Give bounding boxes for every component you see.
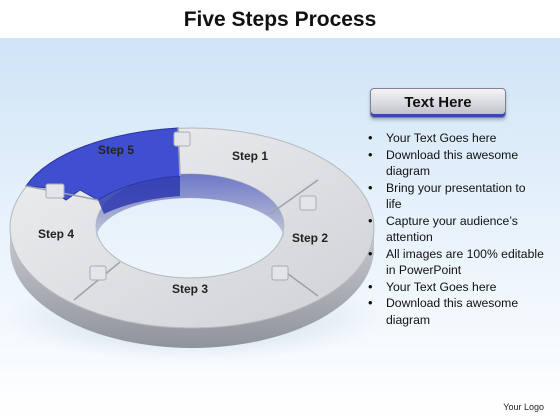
- ring-side: [10, 228, 374, 348]
- bullet-item: Download this awesome diagram: [364, 295, 544, 328]
- step-5-inner-wall: [98, 176, 180, 214]
- page-title: Five Steps Process: [183, 8, 377, 31]
- bullet-list: Your Text Goes here Download this awesom…: [364, 130, 544, 328]
- bullet-item: All images are 100% editable in PowerPoi…: [364, 246, 544, 279]
- logo-placeholder: Your Logo: [503, 402, 544, 412]
- step-label-1: Step 1: [232, 149, 268, 163]
- bullet-item: Capture your audience’s attention: [364, 213, 544, 246]
- step-label-2: Step 2: [292, 231, 328, 245]
- bullet-item: Bring your presentation to life: [364, 180, 544, 213]
- bullet-item: Download this awesome diagram: [364, 147, 544, 180]
- text-here-box: Text Here: [370, 88, 506, 118]
- bullet-item: Your Text Goes here: [364, 279, 544, 296]
- step-label-3: Step 3: [172, 282, 208, 296]
- puzzle-tabs: [45, 131, 317, 281]
- step-label-5: Step 5: [98, 143, 134, 157]
- bullet-item: Your Text Goes here: [364, 130, 544, 147]
- step-label-4: Step 4: [38, 227, 74, 241]
